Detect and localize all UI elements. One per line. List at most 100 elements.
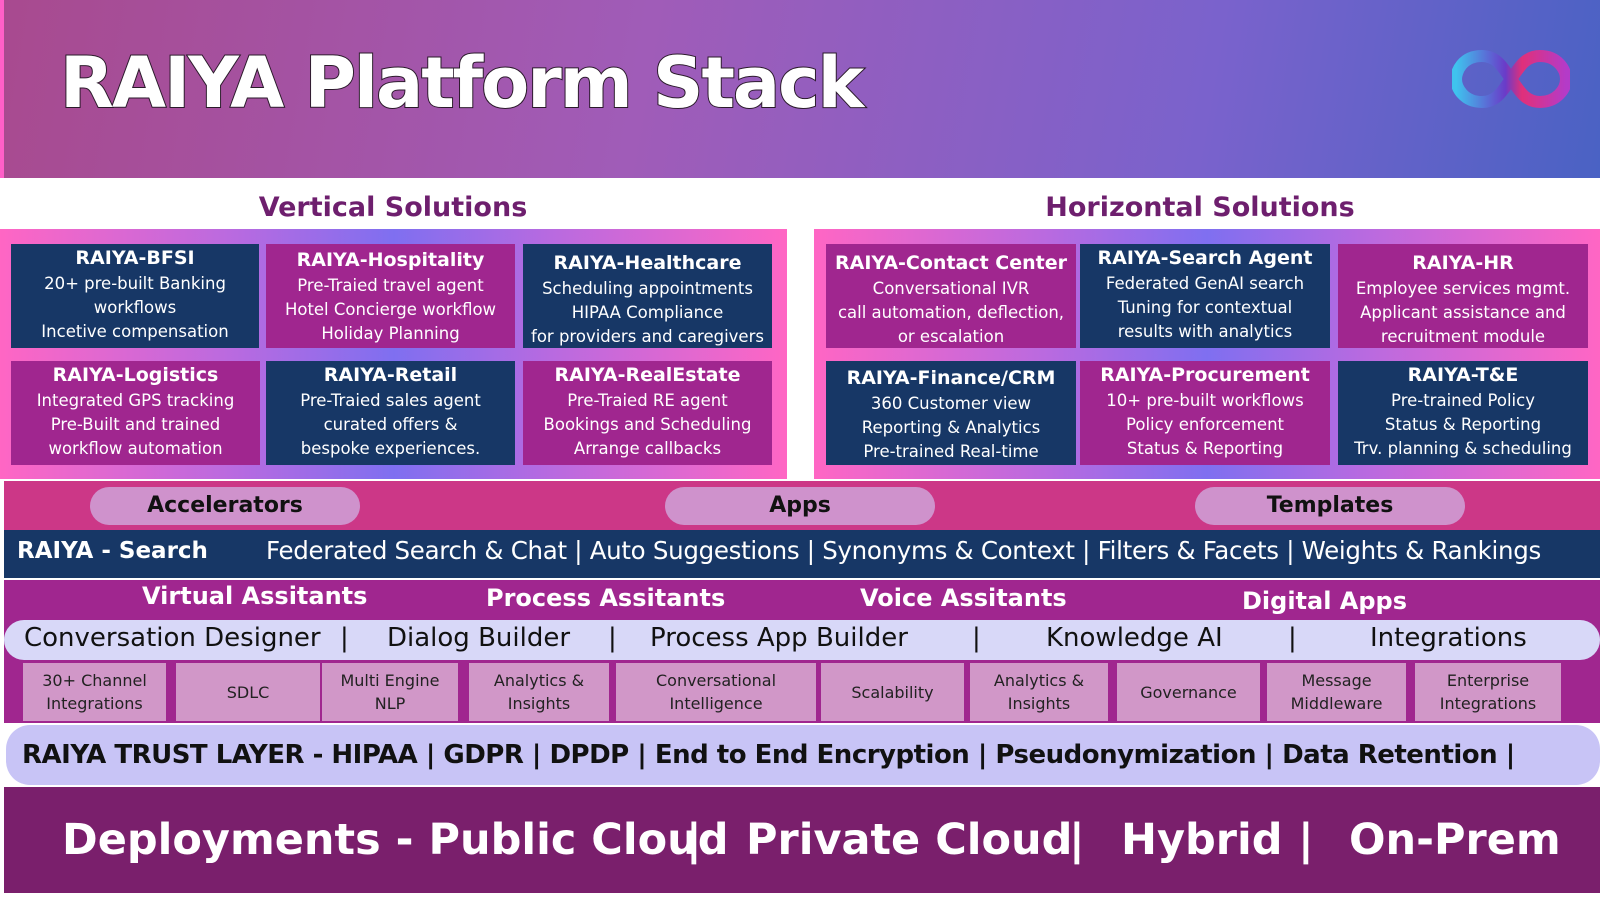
- feature-tile-label: Middleware: [1290, 694, 1383, 713]
- separator: |: [1069, 815, 1085, 865]
- card-title: RAIYA-Logistics: [52, 364, 219, 386]
- feature-tile-label: Scalability: [851, 682, 934, 702]
- card-title: RAIYA-RealEstate: [554, 364, 741, 386]
- feature-tile-label: Insights: [507, 694, 571, 713]
- card-description-line: Federated GenAI search: [1105, 274, 1305, 293]
- feature-tile-label: Intelligence: [669, 694, 763, 713]
- card-description-line: Pre-Built and trained: [50, 415, 221, 434]
- header-banner: RAIYA Platform Stack: [0, 0, 1600, 178]
- accelerators-pill[interactable]: Accelerators: [90, 487, 360, 525]
- process-app-builder-label: Process App Builder: [650, 623, 908, 653]
- feature-tile-label: Conversational: [655, 671, 777, 690]
- builder-tools-bar: Conversation Designer | Dialog Builder |…: [4, 620, 1600, 660]
- card-title: RAIYA-Hospitality: [296, 249, 485, 271]
- templates-pill[interactable]: Templates: [1195, 487, 1465, 525]
- virtual-assistants-heading: Virtual Assitants: [142, 582, 368, 610]
- separator: |: [340, 623, 349, 653]
- card-description-line: Tuning for contextual: [1117, 298, 1293, 317]
- feature-tile-label: NLP: [374, 694, 406, 713]
- accelerators-bar: Accelerators Apps Templates: [4, 481, 1600, 530]
- feature-tile-scalability[interactable]: Scalability: [821, 663, 964, 721]
- card-description-line: Incetive compensation: [41, 322, 229, 341]
- separator: |: [686, 815, 702, 865]
- deployment-hybrid: Hybrid: [1121, 815, 1283, 865]
- feature-tile-label: Governance: [1140, 682, 1237, 702]
- search-layer-bar: RAIYA - Search Federated Search & Chat |…: [4, 530, 1600, 578]
- search-layer-label: RAIYA - Search: [17, 538, 208, 564]
- deployment-public-cloud: Deployments - Public Cloud: [62, 815, 729, 865]
- card-description-line: for providers and caregivers: [531, 327, 764, 346]
- page-title: RAIYA Platform Stack: [59, 41, 865, 125]
- card-description-line: Bookings and Scheduling: [543, 415, 752, 434]
- deployment-private-cloud: Private Cloud: [746, 815, 1073, 865]
- card-description-line: 10+ pre-built workflows: [1106, 391, 1304, 410]
- card-description-line: Hotel Concierge workflow: [284, 300, 497, 319]
- digital-apps-heading: Digital Apps: [1242, 587, 1408, 615]
- feature-tile-label: Integrations: [46, 694, 143, 713]
- card-description-line: Scheduling appointments: [542, 279, 753, 298]
- card-description-line: Employee services mgmt.: [1355, 279, 1571, 298]
- card-description-line: Integrated GPS tracking: [36, 391, 235, 410]
- search-features-list: Federated Search & Chat | Auto Suggestio…: [266, 536, 1541, 565]
- card-description-line: Pre-trained Real-time: [863, 442, 1039, 461]
- card-description-line: Policy enforcement: [1125, 415, 1284, 434]
- feature-tile-analytics-insights[interactable]: Analytics &Insights: [469, 663, 609, 721]
- card-title: RAIYA-Procurement: [1100, 364, 1310, 386]
- card-description-line: 360 Customer view: [870, 394, 1032, 413]
- card-description-line: HIPAA Compliance: [571, 303, 724, 322]
- feature-tile-analytics-insights[interactable]: Analytics & Insights: [970, 663, 1108, 721]
- card-description-line: Arrange callbacks: [573, 439, 722, 458]
- feature-tile-sdlc[interactable]: SDLC: [176, 663, 320, 721]
- conversation-designer-label: Conversation Designer: [24, 623, 321, 653]
- card-title: RAIYA-Healthcare: [553, 252, 742, 274]
- feature-tile-label: Analytics &: [993, 671, 1085, 690]
- knowledge-ai-label: Knowledge AI: [1046, 623, 1223, 653]
- card-title: RAIYA-T&E: [1407, 364, 1519, 386]
- feature-tile-label: Insights: [1007, 694, 1071, 713]
- integrations-label: Integrations: [1370, 623, 1527, 653]
- card-description-line: Trv. planning & scheduling: [1354, 439, 1572, 458]
- deployments-bar: Deployments - Public Cloud | Private Clo…: [4, 787, 1600, 893]
- apps-pill[interactable]: Apps: [665, 487, 935, 525]
- vertical-solutions-heading: Vertical Solutions: [258, 192, 528, 223]
- card-description-line: workflow automation: [48, 439, 223, 458]
- card-title: RAIYA-Contact Center: [834, 252, 1068, 274]
- card-description-line: Conversational IVR: [872, 279, 1030, 298]
- card-description-line: Pre-trained Policy: [1391, 391, 1535, 410]
- feature-tile-label: Integrations: [1439, 694, 1537, 713]
- feature-tile-label: SDLC: [226, 682, 270, 702]
- trust-layer-bar: RAIYA TRUST LAYER - HIPAA | GDPR | DPDP …: [6, 725, 1600, 785]
- card-description-line: Pre-Traied RE agent: [567, 391, 728, 410]
- card-title: RAIYA-Finance/CRM: [846, 367, 1056, 389]
- feature-tile-label: Enterprise: [1446, 671, 1530, 690]
- card-description-line: Holiday Planning: [321, 324, 460, 343]
- card-description-line: call automation, deflection,: [837, 303, 1065, 322]
- infinity-logo-icon: [1452, 49, 1570, 109]
- card-description-line: Applicant assistance and: [1360, 303, 1566, 322]
- card-title: RAIYA-Retail: [323, 364, 458, 386]
- voice-assistants-heading: Voice Assitants: [860, 584, 1067, 612]
- separator: |: [1288, 623, 1297, 653]
- card-description-line: Pre-Traied sales agent: [300, 391, 481, 410]
- feature-tile-governance[interactable]: Governance: [1117, 663, 1260, 721]
- card-description-line: Pre-Traied travel agent: [297, 276, 484, 295]
- horizontal-card-raiya-procurement[interactable]: RAIYA-Procurement 10+ pre-built workflows…: [1080, 361, 1330, 465]
- card-description-line: or escalation: [897, 327, 1005, 346]
